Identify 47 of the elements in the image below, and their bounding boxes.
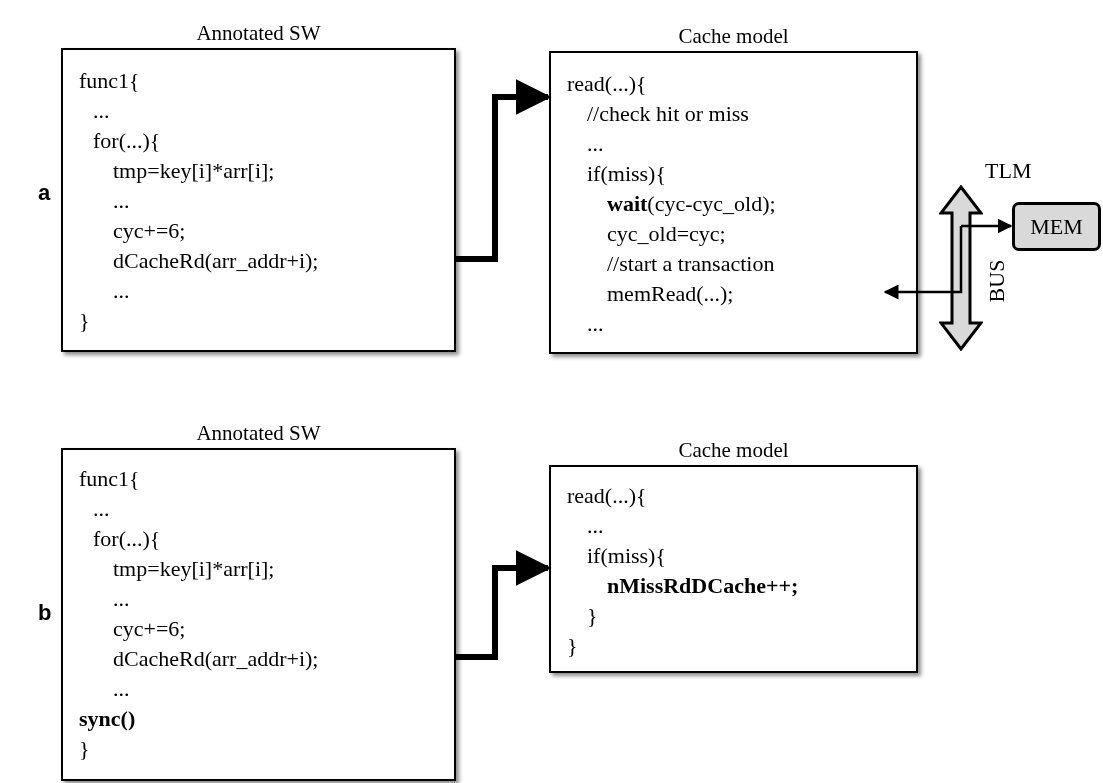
code-line: ... <box>587 310 604 338</box>
code-line: } <box>79 307 90 335</box>
code-line: tmp=key[i]*arr[i]; <box>113 157 275 185</box>
arrow <box>961 218 1013 234</box>
panel-label: b <box>38 599 52 627</box>
panel-heading: Cache model <box>677 23 790 49</box>
code-line: ... <box>113 585 130 613</box>
panel-heading: Annotated SW <box>195 20 322 46</box>
arrow <box>456 550 552 660</box>
code-line: read(...){ <box>567 70 647 98</box>
code-line: //check hit or miss <box>587 100 749 128</box>
code-line: tmp=key[i]*arr[i]; <box>113 555 275 583</box>
code-line: dCacheRd(arr_addr+i); <box>113 247 319 275</box>
code-line: ... <box>93 97 110 125</box>
code-line: nMissRdDCache++; <box>607 572 799 600</box>
code-line: for(...){ <box>93 127 161 155</box>
code-line: func1{ <box>79 465 140 493</box>
panel-label: a <box>38 179 51 207</box>
arrow <box>883 226 963 300</box>
code-line: } <box>79 735 90 763</box>
code-line: read(...){ <box>567 482 647 510</box>
code-line: if(miss){ <box>587 542 666 570</box>
code-line: cyc_old=cyc; <box>607 220 726 248</box>
code-line: func1{ <box>79 67 140 95</box>
code-line: ... <box>113 675 130 703</box>
code-line: } <box>567 632 578 660</box>
bus-label: BUS <box>985 258 1009 305</box>
code-line: cyc+=6; <box>113 615 186 643</box>
code-line: sync() <box>79 705 136 733</box>
code-line: ... <box>113 277 130 305</box>
code-line: if(miss){ <box>587 160 666 188</box>
code-line: ... <box>113 187 130 215</box>
panel-label: TLM <box>985 157 1032 185</box>
code-line: for(...){ <box>93 525 161 553</box>
code-line: dCacheRd(arr_addr+i); <box>113 645 319 673</box>
code-line: //start a transaction <box>607 250 775 278</box>
code-line: memRead(...); <box>607 280 734 308</box>
code-line: ... <box>587 130 604 158</box>
code-line: wait(cyc-cyc_old); <box>607 190 776 218</box>
code-line: cyc+=6; <box>113 217 186 245</box>
panel-heading: Annotated SW <box>195 420 322 446</box>
code-line: ... <box>93 495 110 523</box>
code-line: ... <box>587 512 604 540</box>
memory-box: MEM <box>1012 202 1101 251</box>
arrow <box>456 79 552 262</box>
panel-heading: Cache model <box>677 437 790 463</box>
code-line: } <box>587 602 598 630</box>
